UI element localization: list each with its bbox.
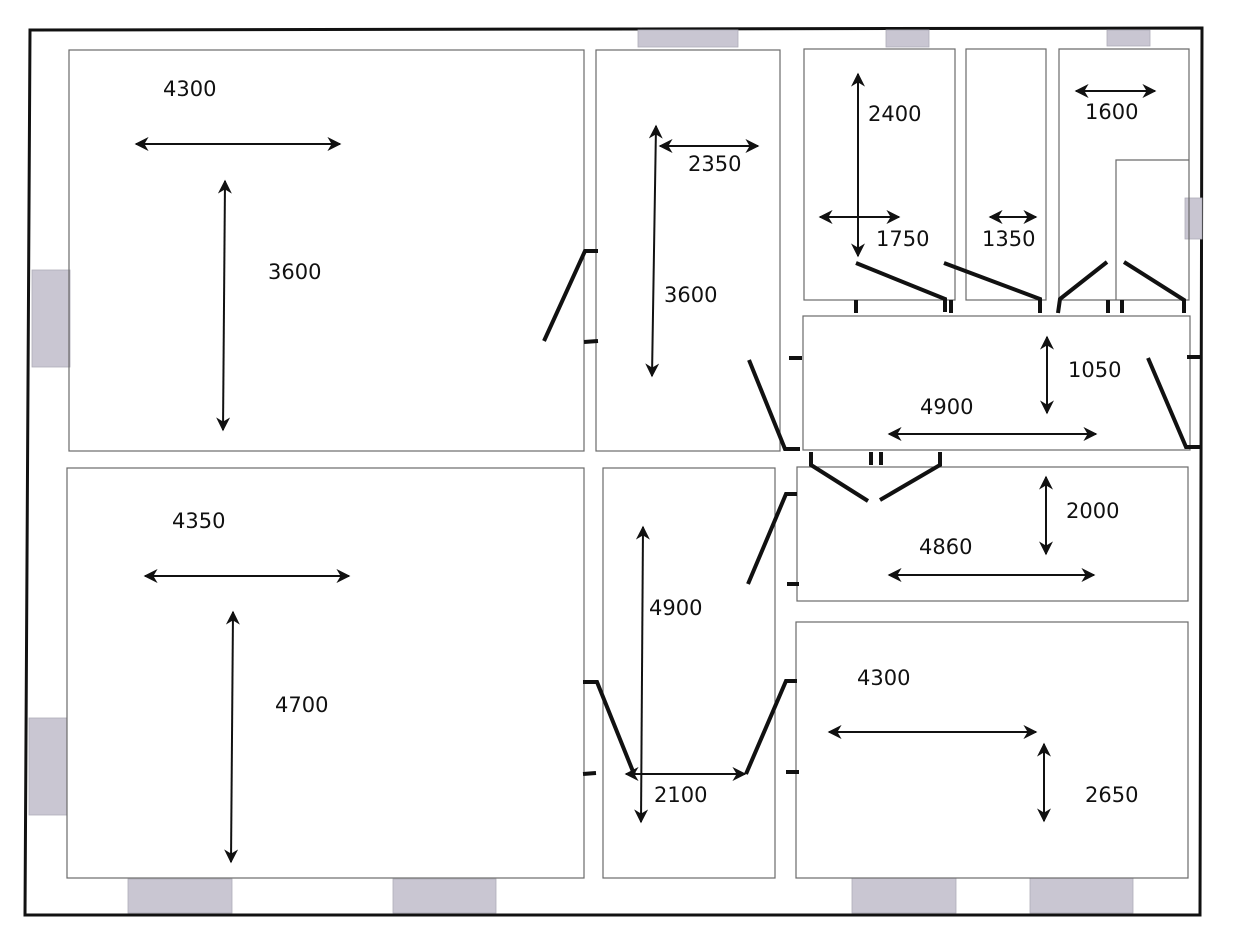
room-top-small-1: [803, 48, 956, 301]
door-stop: [583, 339, 599, 344]
dimension-label: 3600: [268, 260, 321, 284]
dimension-label: 3600: [664, 283, 717, 307]
room-middle-right: [796, 466, 1189, 602]
corridor-upper: [802, 315, 1191, 451]
door: [1146, 357, 1201, 449]
dimension-label: 4350: [172, 509, 225, 533]
window: [885, 29, 930, 48]
dimension-label: 4860: [919, 535, 972, 559]
door-stop: [869, 452, 883, 465]
dimension-label: 1750: [876, 227, 929, 251]
dimension-label: 1350: [982, 227, 1035, 251]
dimension-label: 4900: [920, 395, 973, 419]
door: [1056, 260, 1109, 314]
window: [392, 878, 497, 914]
window: [28, 717, 68, 816]
double-door: [809, 452, 942, 503]
dimension-label: 4300: [163, 77, 216, 101]
dimension-label: 2100: [654, 783, 707, 807]
door-stop: [582, 771, 597, 776]
dimension-label: 2000: [1066, 499, 1119, 523]
door: [855, 261, 947, 312]
door: [747, 359, 800, 451]
door: [746, 492, 797, 585]
room-bottom-left: [66, 467, 585, 879]
exterior-wall: [23, 26, 1204, 917]
door-stop: [854, 300, 953, 313]
dimension-arrow: [645, 124, 663, 378]
dimension-label: 2650: [1085, 783, 1138, 807]
door: [1122, 260, 1186, 313]
window: [127, 878, 233, 914]
dimension-label: 4900: [649, 596, 702, 620]
room-top-small-2: [965, 48, 1047, 301]
room-bottom-middle: [602, 467, 776, 879]
window: [1029, 877, 1134, 914]
dimension-label: 1050: [1068, 358, 1121, 382]
dimension-label: 2400: [868, 102, 921, 126]
window: [31, 269, 71, 368]
dimension-label: 2350: [688, 152, 741, 176]
door: [744, 679, 797, 775]
door: [542, 249, 598, 342]
dimension-label: 4300: [857, 666, 910, 690]
window: [851, 877, 957, 914]
room-bottom-right: [795, 621, 1189, 879]
room-top-middle: [595, 49, 781, 452]
dimension-label: 1600: [1085, 100, 1138, 124]
window: [1106, 29, 1151, 47]
dimension-arrow: [224, 610, 240, 864]
dimension-arrow: [634, 525, 650, 824]
room-top-left: [68, 49, 585, 452]
window: [637, 29, 739, 48]
door-stop: [1106, 300, 1124, 313]
dimension-arrow: [216, 179, 232, 432]
door: [583, 680, 636, 775]
dimension-label: 4700: [275, 693, 328, 717]
window: [1184, 197, 1203, 240]
door: [943, 261, 1042, 313]
room-top-small-3: [1058, 48, 1190, 301]
